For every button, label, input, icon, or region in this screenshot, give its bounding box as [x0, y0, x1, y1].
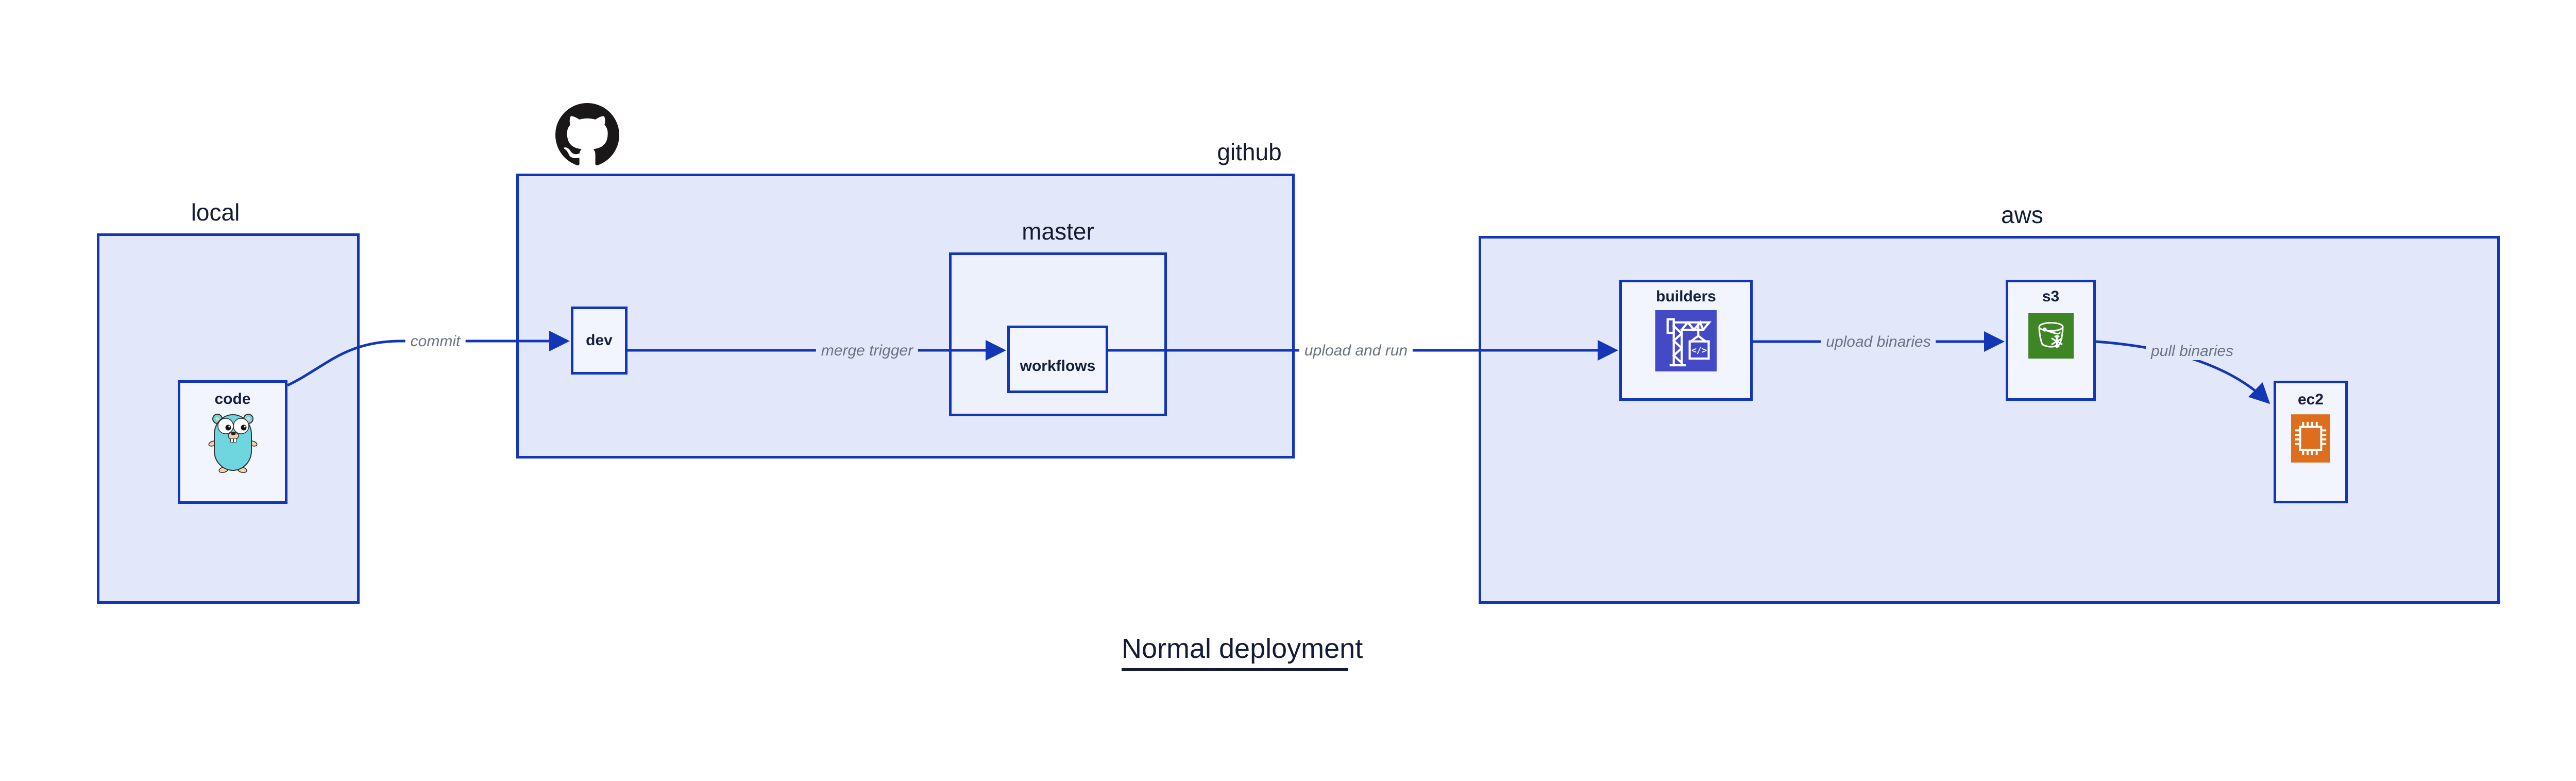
edge-merge-trigger-label: merge trigger [816, 342, 919, 360]
node-builders-label: builders [1656, 288, 1716, 305]
edge-upload-binaries-label: upload binaries [1821, 333, 1936, 351]
container-github-label: github [1217, 139, 1282, 165]
builders-icon-glyph: </> [1691, 345, 1707, 355]
s3-glacier-bucket-icon [2028, 313, 2074, 359]
container-aws-label: aws [2001, 201, 2043, 228]
node-s3: s3 [2006, 280, 2096, 401]
node-builders: builders </> [1619, 280, 1753, 401]
node-dev-label: dev [586, 332, 613, 349]
node-workflows: workflows [1007, 326, 1108, 393]
node-workflows-label: workflows [1020, 357, 1096, 375]
node-dev: dev [571, 307, 628, 375]
node-ec2-label: ec2 [2297, 391, 2324, 408]
node-code-label: code [214, 390, 251, 408]
node-code: code [178, 380, 287, 504]
edge-commit-label: commit [405, 333, 466, 350]
container-local-label: local [191, 199, 240, 226]
ec2-chip-icon [2291, 414, 2330, 463]
go-gopher-icon [208, 414, 258, 473]
container-github [516, 174, 1295, 459]
edge-upload-and-run-label: upload and run [1299, 342, 1413, 360]
github-octocat-icon [555, 103, 619, 165]
codebuild-crane-icon: </> [1655, 310, 1717, 371]
node-s3-label: s3 [2042, 288, 2060, 305]
node-ec2: ec2 [2274, 381, 2348, 503]
diagram-title: Normal deployment [1122, 633, 1363, 671]
edge-pull-binaries-label: pull binaries [2145, 343, 2239, 360]
container-master-label: master [1022, 218, 1094, 245]
